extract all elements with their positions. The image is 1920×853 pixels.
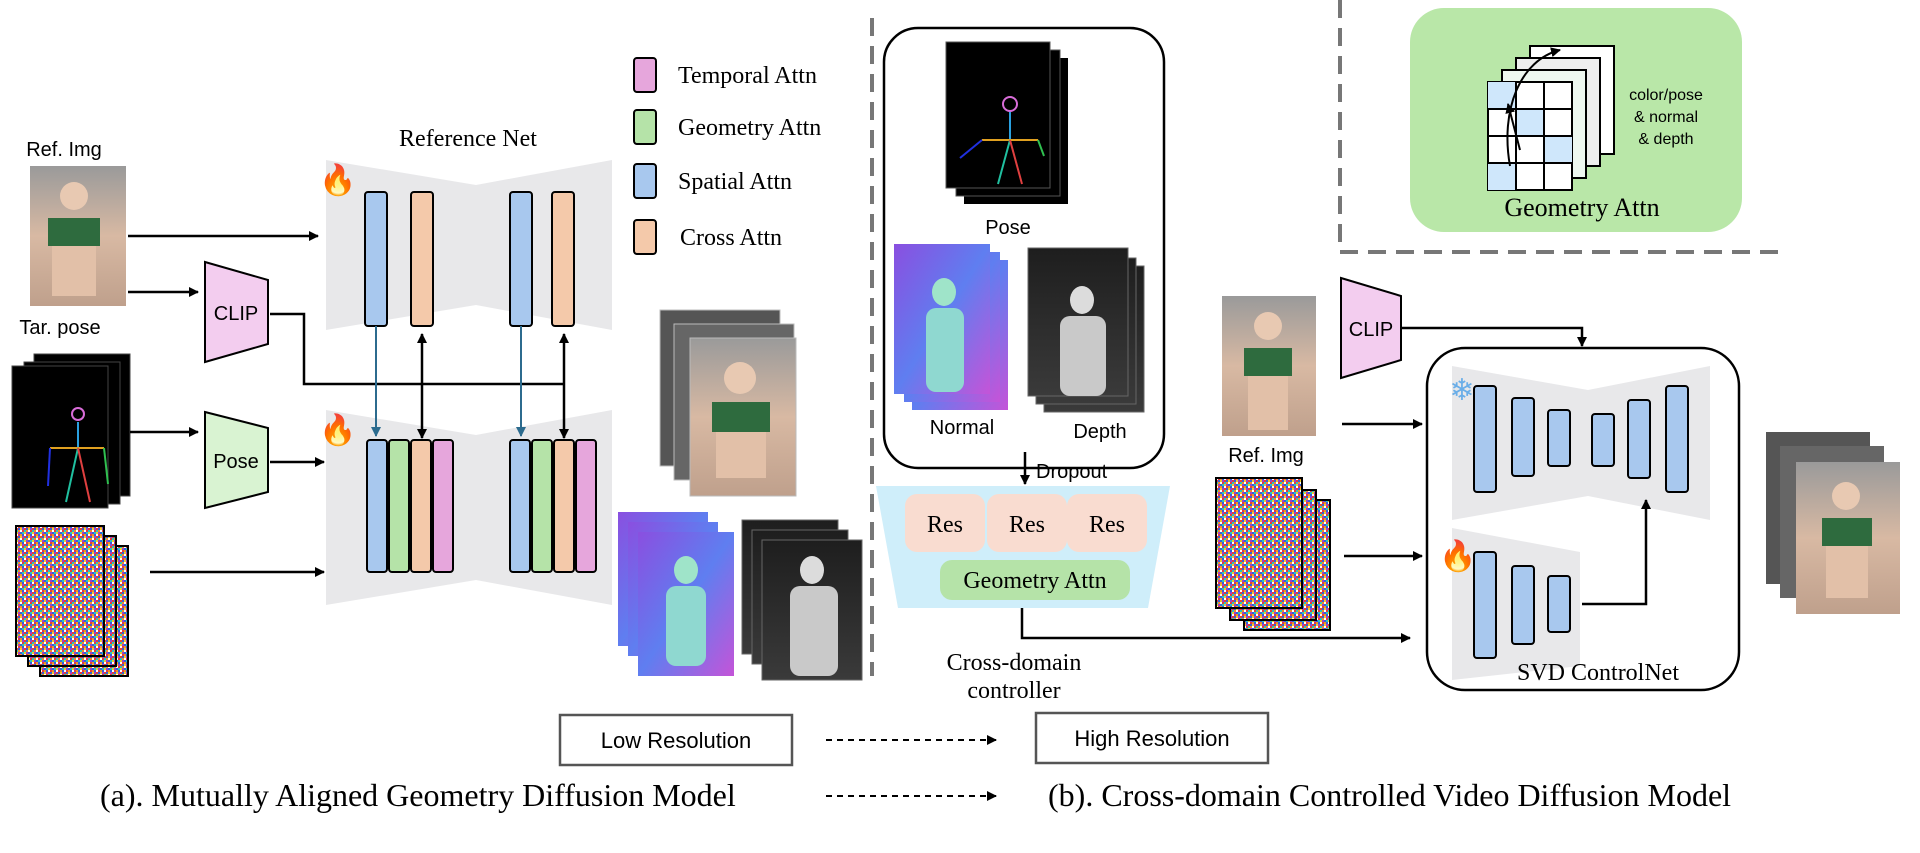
- clip-label-left: CLIP: [214, 303, 258, 325]
- res-label-2: Res: [1009, 512, 1045, 538]
- controller-geometry-attn-label: Geometry Attn: [963, 568, 1106, 594]
- fire-icon: 🔥: [1439, 538, 1476, 573]
- tar-pose-label: Tar. pose: [19, 317, 100, 339]
- normal-condition-stack: [894, 244, 1008, 410]
- spatial-attn-block: [509, 439, 531, 573]
- controller-label-line2: controller: [967, 678, 1060, 704]
- geometry-note-line2: & normal: [1634, 109, 1698, 126]
- pose-condition-stack: [945, 41, 1068, 204]
- svd-block: [1547, 409, 1571, 467]
- noise-stack-left: [15, 525, 129, 677]
- svd-block: [1627, 399, 1651, 479]
- legend-swatch-spatial: [633, 163, 657, 199]
- high-resolution-label: High Resolution: [1074, 726, 1229, 751]
- res-block-1: [905, 494, 985, 552]
- cross-attn-block: [410, 191, 434, 327]
- controller-geometry-attn: [940, 560, 1130, 600]
- caption-right: (b). Cross-domain Controlled Video Diffu…: [1048, 777, 1731, 813]
- right-panel: color/pose & normal & depth Geometry Att…: [1048, 8, 1900, 813]
- left-connections: [128, 231, 569, 577]
- geometry-box-separator: [1338, 0, 1780, 254]
- snowflake-icon: ❄: [1449, 374, 1474, 407]
- caption-left: (a). Mutually Aligned Geometry Diffusion…: [100, 777, 736, 813]
- fire-icon: 🔥: [319, 162, 356, 197]
- resolution-bar: Low Resolution High Resolution: [558, 711, 1270, 801]
- spatial-attn-block: [509, 191, 533, 327]
- clip-to-svd-arrow: [1402, 326, 1587, 347]
- ref-image-thumbnail: [30, 166, 126, 306]
- controlnet-block: [1547, 575, 1571, 633]
- target-pose-stack: [11, 353, 131, 509]
- svd-block: [1511, 397, 1535, 477]
- svd-block: [1591, 413, 1615, 467]
- svd-controlnet-label: SVD ControlNet: [1517, 660, 1679, 686]
- reference-to-unet-links: [371, 326, 526, 437]
- spatial-attn-block: [366, 439, 388, 573]
- controller-to-controlnet-arrow: [1020, 608, 1411, 643]
- high-resolution-box: [1034, 711, 1270, 765]
- legend-label-cross: Cross Attn: [680, 225, 782, 251]
- clip-encoder-left: CLIP: [204, 260, 269, 364]
- res-label-1: Res: [927, 512, 963, 538]
- output-rgb-stack: [659, 309, 797, 497]
- controlnet-block: [1511, 565, 1535, 645]
- geometry-attn-block: [388, 439, 410, 573]
- attention-legend: Temporal Attn Geometry Attn Spatial Attn…: [633, 57, 821, 255]
- legend-label-temporal: Temporal Attn: [678, 63, 817, 89]
- low-resolution-label: Low Resolution: [601, 728, 751, 753]
- geometry-note-line3: & depth: [1638, 131, 1693, 148]
- depth-condition-stack: [1027, 247, 1145, 413]
- ref-image-right: [1222, 296, 1316, 436]
- dropout-label: Dropout: [1036, 461, 1108, 483]
- depth-condition-label: Depth: [1073, 421, 1126, 443]
- legend-label-spatial: Spatial Attn: [678, 169, 792, 195]
- geometry-note-line1: color/pose: [1629, 87, 1703, 104]
- legend-label-geometry: Geometry Attn: [678, 115, 821, 141]
- clip-encoder-right: CLIP: [1340, 276, 1402, 380]
- legend-swatch-geometry: [633, 109, 657, 145]
- cross-attn-block: [410, 439, 432, 573]
- ref-img-label-right: Ref. Img: [1228, 445, 1304, 467]
- temporal-attn-block: [432, 439, 454, 573]
- pose-encoder: Pose: [204, 410, 269, 510]
- normal-condition-label: Normal: [930, 417, 994, 439]
- geometry-box-title: Geometry Attn: [1504, 193, 1659, 222]
- clip-label-right: CLIP: [1349, 319, 1393, 341]
- legend-swatch-temporal: [633, 57, 657, 93]
- pose-encoder-label: Pose: [213, 451, 259, 473]
- output-depth-stack: [741, 519, 863, 681]
- svd-block: [1665, 385, 1689, 493]
- fire-icon: 🔥: [319, 412, 356, 447]
- pose-condition-label: Pose: [985, 217, 1031, 239]
- spatial-attn-block: [364, 191, 388, 327]
- controller-label-line1: Cross-domain: [947, 650, 1082, 676]
- temporal-attn-block: [575, 439, 597, 573]
- res-block-3: [1067, 494, 1147, 552]
- cross-attn-block: [553, 439, 575, 573]
- noise-stack-right: [1215, 477, 1331, 631]
- final-output-stack: [1766, 432, 1900, 614]
- middle-panel: Pose Normal Depth Dropout Res Res Res: [876, 26, 1411, 704]
- reference-net-body: [326, 160, 612, 330]
- ref-img-label: Ref. Img: [26, 139, 102, 161]
- output-normal-stack: [618, 512, 734, 676]
- low-resolution-box: [558, 713, 794, 767]
- legend-swatch-cross: [633, 219, 657, 255]
- svd-block: [1473, 385, 1497, 493]
- geometry-attn-block: [531, 439, 553, 573]
- geometry-attn-grid: [1487, 45, 1615, 191]
- cross-attn-block: [551, 191, 575, 327]
- reference-net-label: Reference Net: [399, 126, 537, 152]
- res-label-3: Res: [1089, 512, 1125, 538]
- res-block-2: [987, 494, 1067, 552]
- controlnet-to-unet-arrow: [1582, 499, 1651, 606]
- left-panel: Ref. Img Tar. pose: [11, 57, 863, 813]
- controlnet-block: [1473, 551, 1497, 659]
